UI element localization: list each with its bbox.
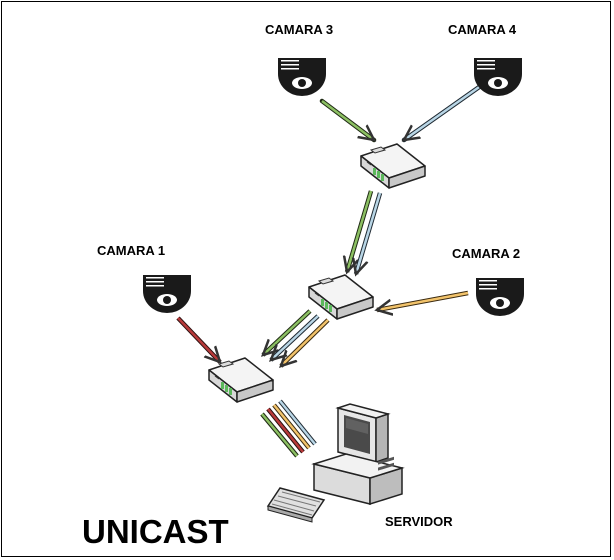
- link-switch-bottom-to-server: [260, 399, 317, 458]
- camera-4: CAMARA 4: [448, 22, 522, 96]
- link-switch-middle-to-bottom: [263, 309, 330, 366]
- link-switch-top-to-middle: [347, 190, 383, 274]
- link-cam1-to-switch-bottom: [176, 316, 220, 362]
- camera-3-label: CAMARA 3: [265, 22, 333, 37]
- diagram-title: UNICAST: [82, 513, 229, 550]
- camera-1: CAMARA 1: [97, 243, 191, 313]
- link-cam2-to-switch-middle: [377, 290, 469, 310]
- camera-2: CAMARA 2: [452, 246, 524, 316]
- link-cam4-to-switch-top: [404, 82, 485, 143]
- dome-camera-icon: [143, 275, 191, 313]
- server: SERVIDOR: [267, 403, 453, 529]
- camera-3: CAMARA 3: [265, 22, 333, 96]
- dome-camera-icon: [278, 58, 326, 96]
- server-label: SERVIDOR: [385, 514, 453, 529]
- link-cam3-to-switch-top: [319, 98, 377, 143]
- network-switch-icon: [208, 357, 274, 403]
- camera-2-label: CAMARA 2: [452, 246, 520, 261]
- camera-4-label: CAMARA 4: [448, 22, 517, 37]
- network-switch-icon: [360, 143, 426, 189]
- dome-camera-icon: [476, 278, 524, 316]
- network-switch-icon: [308, 274, 374, 320]
- camera-1-label: CAMARA 1: [97, 243, 165, 258]
- dome-camera-icon: [474, 58, 522, 96]
